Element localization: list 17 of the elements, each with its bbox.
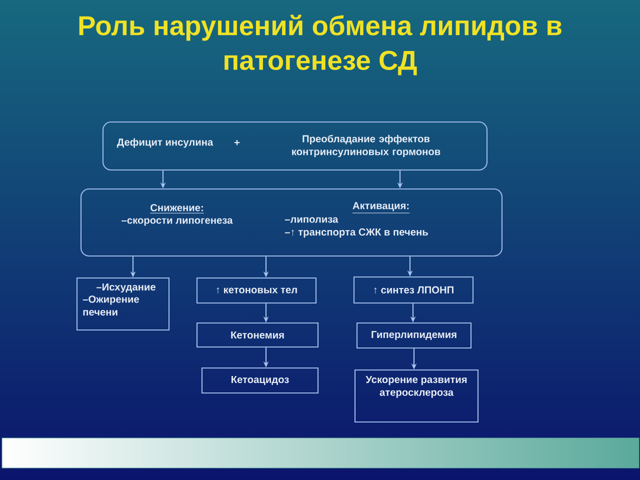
list-item: –Исхудание [96,283,156,293]
process-box: ↑ синтез ЛПОНП [353,276,474,304]
box-text: Дефицит инсулина [116,138,214,148]
plus-sign: + [234,140,240,146]
list-item: –липолиза [284,217,338,223]
process-box: Кетонемия [196,322,319,348]
list-item: –Ожирение печени [82,296,139,316]
box-text: Преобладание эффектов контринсулиновых гормонов [292,134,440,158]
process-box: Ускорение развития атеросклероза [354,369,479,423]
process-box: ↑ кетоновых тел [196,277,317,304]
box-heading: Снижение: [150,204,204,214]
list-item: –скорости липогенеза [122,218,233,226]
title: Роль нарушений обмена липидов в патогенезе СД [79,14,562,76]
box-heading: Активация: [352,202,410,214]
process-box: Гиперлипидемия [356,322,472,349]
list-item: –↑ транспорта СЖК в печень [284,228,428,238]
process-box: Кетоацидоз [201,367,319,394]
